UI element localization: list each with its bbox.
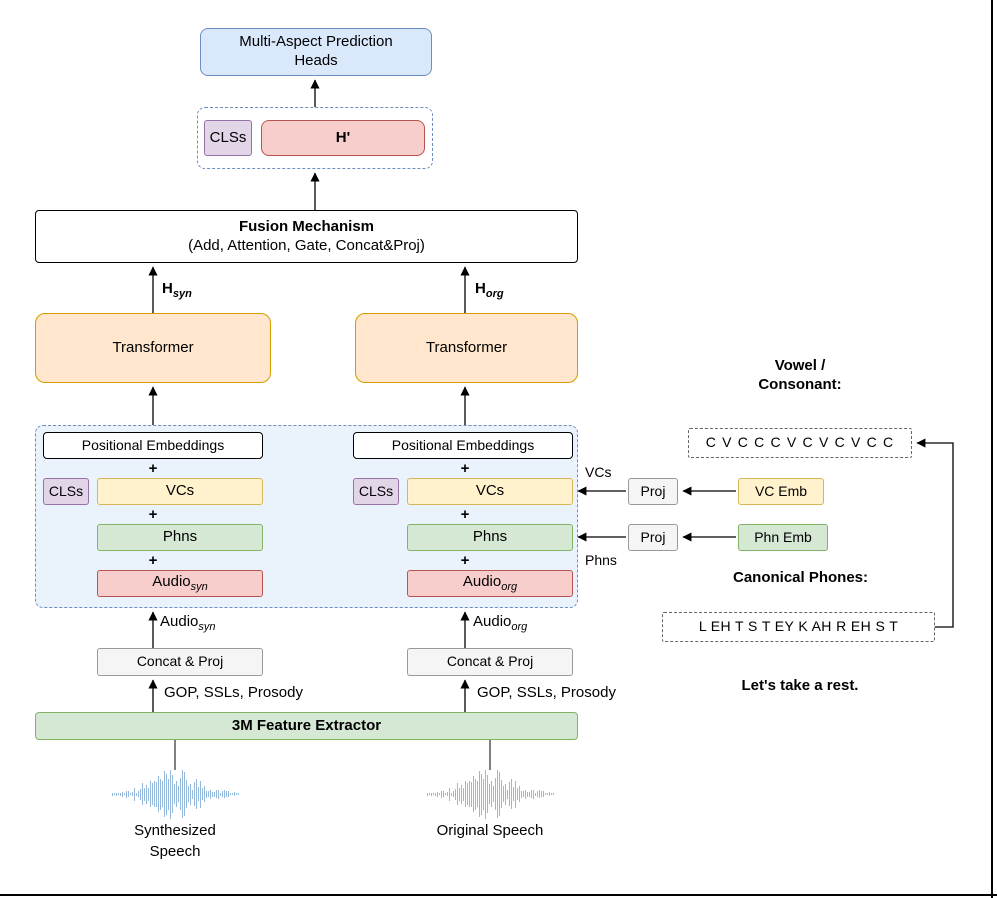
fusion-subtitle: (Add, Attention, Gate, Concat&Proj) (188, 236, 425, 254)
positional-embeddings-left-label: Positional Embeddings (81, 436, 225, 453)
vcs-right-label: VCs (475, 482, 505, 500)
plus-sign: + (460, 506, 470, 523)
phns-arrow-label: Phns (585, 552, 617, 568)
plus-sign: + (148, 460, 158, 477)
phone-sequence-label: L EH T S T EY K AH R EH S T (698, 618, 899, 635)
concat-proj-left-box: Concat & Proj (97, 648, 263, 676)
audio-syn-box-label: Audiosyn (152, 572, 208, 593)
transformer-left-label: Transformer (112, 338, 194, 356)
feature-extractor-label: 3M Feature Extractor (231, 716, 382, 734)
phns-right-label: Phns (472, 528, 508, 546)
sentence-text: Let's take a rest. (741, 677, 859, 694)
concat-proj-right-box: Concat & Proj (407, 648, 573, 676)
figure-border-right (991, 0, 993, 898)
canonical-phones-title: Canonical Phones: (732, 569, 869, 586)
cls-right-box: CLSs (353, 478, 399, 505)
plus-sign: + (148, 506, 158, 523)
vcs-arrow-label: VCs (585, 464, 612, 480)
phns-left-label: Phns (162, 528, 198, 546)
phns-left-box: Phns (97, 524, 263, 551)
plus-sign: + (460, 460, 470, 477)
vc-sequence-label: C V C C C V C V C V C C (705, 434, 895, 451)
h-prime-box: H' (261, 120, 425, 156)
phn-emb-label: Phn Emb (754, 528, 812, 545)
transformer-right-box: Transformer (355, 313, 578, 383)
synthesized-speech-label: Synthesized Speech (134, 822, 216, 860)
cls-right-label: CLSs (358, 482, 394, 499)
audio-syn-arrow-label: Audiosyn (160, 613, 216, 633)
vcs-left-box: VCs (97, 478, 263, 505)
positional-embeddings-right-box: Positional Embeddings (353, 432, 573, 459)
gop-right-label: GOP, SSLs, Prosody (477, 684, 616, 701)
proj-vc-label: Proj (640, 482, 666, 499)
synthesized-waveform-icon (110, 768, 240, 820)
vcs-left-label: VCs (165, 482, 195, 500)
phone-sequence-box: L EH T S T EY K AH R EH S T (662, 612, 935, 642)
positional-embeddings-left-box: Positional Embeddings (43, 432, 263, 459)
prediction-heads-label: Multi-Aspect Prediction Heads (239, 33, 393, 69)
concat-proj-left-label: Concat & Proj (136, 653, 224, 670)
vcs-right-box: VCs (407, 478, 573, 505)
fusion-title: Fusion Mechanism (238, 217, 375, 235)
vc-sequence-box: C V C C C V C V C V C C (688, 428, 912, 458)
fused-cls-box: CLSs (204, 120, 252, 156)
proj-phn-label: Proj (640, 528, 666, 545)
vowel-consonant-title: Vowel / Consonant: (758, 357, 842, 393)
arrow-phones-to-vc-sequence (916, 438, 954, 628)
transformer-right-label: Transformer (425, 338, 508, 356)
proj-vc-box: Proj (628, 478, 678, 505)
figure-border-bottom (0, 894, 997, 896)
audio-syn-box: Audiosyn (97, 570, 263, 597)
concat-proj-right-label: Concat & Proj (446, 653, 534, 670)
plus-sign: + (148, 552, 158, 569)
audio-org-box: Audioorg (407, 570, 573, 597)
h-prime-label: H' (335, 128, 351, 146)
proj-phn-box: Proj (628, 524, 678, 551)
phn-emb-box: Phn Emb (738, 524, 828, 551)
gop-left-label: GOP, SSLs, Prosody (164, 684, 303, 701)
original-speech-label: Original Speech (436, 822, 544, 839)
fused-cls-label: CLSs (209, 128, 247, 146)
plus-sign: + (460, 552, 470, 569)
vc-emb-label: VC Emb (754, 482, 808, 499)
phns-right-box: Phns (407, 524, 573, 551)
vc-emb-box: VC Emb (738, 478, 824, 505)
audio-org-box-label: Audioorg (462, 572, 518, 593)
transformer-left-box: Transformer (35, 313, 271, 383)
cls-left-label: CLSs (48, 482, 84, 499)
h-org-label: Horg (475, 280, 504, 300)
positional-embeddings-right-label: Positional Embeddings (391, 436, 535, 453)
audio-org-arrow-label: Audioorg (473, 613, 528, 633)
h-syn-label: Hsyn (162, 280, 192, 300)
original-waveform-icon (425, 768, 555, 820)
feature-extractor-box: 3M Feature Extractor (35, 712, 578, 740)
fusion-mechanism-box: Fusion Mechanism (Add, Attention, Gate, … (35, 210, 578, 263)
prediction-heads-box: Multi-Aspect Prediction Heads (200, 28, 432, 76)
cls-left-box: CLSs (43, 478, 89, 505)
